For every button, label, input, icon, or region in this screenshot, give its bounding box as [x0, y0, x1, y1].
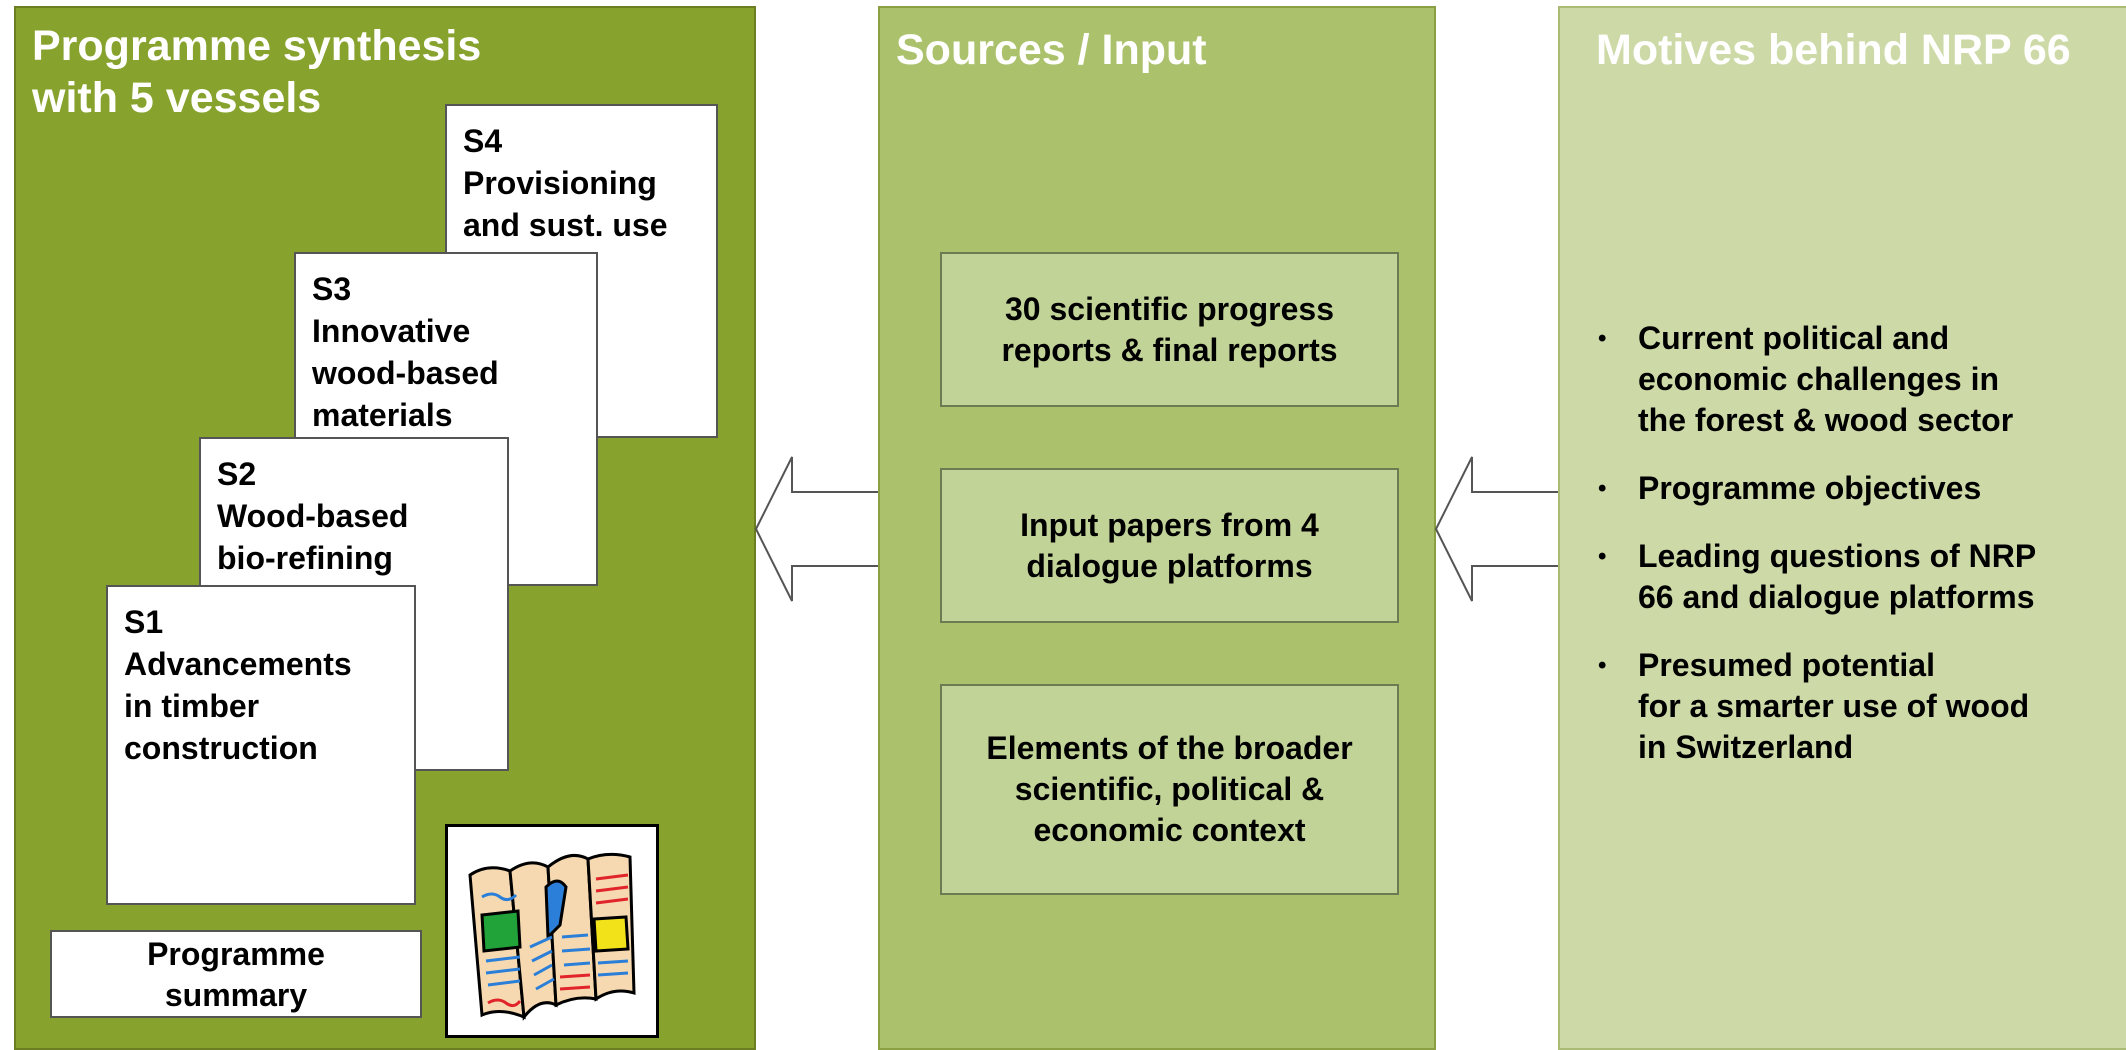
vessel-s1-line-1: S1	[124, 604, 164, 640]
vessel-s4-line-2: Provisioning	[463, 165, 657, 201]
motive-1-line-3: the forest & wood sector	[1638, 402, 2014, 438]
motive-1-line-2: economic challenges in	[1638, 361, 1999, 397]
source-3-line-1: Elements of the broader	[986, 730, 1353, 766]
source-3-line-3: economic context	[1033, 812, 1306, 848]
motive-item: Leading questions of NRP 66 and dialogue…	[1578, 536, 2098, 618]
source-1-line-2: reports & final reports	[1001, 331, 1338, 368]
vessel-card-s1: S1 Advancements in timber construction	[106, 585, 416, 905]
motive-4-line-1: Presumed potential	[1638, 647, 1935, 683]
newspaper-frame	[445, 824, 659, 1038]
summary-line-1: Programme	[147, 936, 325, 972]
newspaper-icon	[468, 852, 636, 1021]
source-box-broader-context: Elements of the broader scientific, poli…	[940, 684, 1399, 895]
arrow-right-icon	[1434, 456, 1558, 602]
motives-list: Current political and economic challenge…	[1578, 318, 2098, 795]
motive-item: Programme objectives	[1578, 468, 2098, 509]
motives-panel-title: Motives behind NRP 66	[1596, 26, 2071, 74]
vessel-s4-line-3: and sust. use	[463, 207, 668, 243]
vessel-s3-line-2: Innovative	[312, 313, 471, 349]
vessel-s4-line-1: S4	[463, 123, 503, 159]
source-3-line-2: scientific, political &	[1014, 771, 1325, 807]
motive-4-line-2: for a smarter use of wood	[1638, 688, 2030, 724]
source-1-line-1: 30 scientific progress	[1004, 290, 1335, 327]
sources-panel-title: Sources / Input	[896, 26, 1207, 74]
motive-4-line-3: in Switzerland	[1638, 729, 1854, 765]
source-box-progress-reports: 30 scientific progress reports & final r…	[940, 252, 1399, 407]
motive-3-line-1: Leading questions of NRP	[1638, 538, 2037, 574]
programme-summary-box: Programme summary	[50, 930, 422, 1018]
summary-line-2: summary	[164, 977, 308, 1013]
vessel-s2-line-3: bio-refining	[217, 540, 393, 576]
arrow-left-icon	[754, 456, 878, 602]
vessel-s3-line-3: wood-based	[312, 355, 499, 391]
source-box-input-papers: Input papers from 4 dialogue platforms	[940, 468, 1399, 623]
source-2-line-1: Input papers from 4	[1020, 506, 1319, 543]
motive-1-line-1: Current political and	[1638, 320, 1950, 356]
vessel-s1-line-3: in timber	[124, 688, 260, 724]
motive-item: Current political and economic challenge…	[1578, 318, 2098, 441]
vessel-s1-line-2: Advancements	[124, 646, 352, 682]
synthesis-title-line-1: Programme synthesis	[32, 22, 482, 70]
vessel-s1-line-4: construction	[124, 730, 318, 766]
vessel-s2-line-2: Wood-based	[217, 498, 409, 534]
motive-3-line-2: 66 and dialogue platforms	[1638, 579, 2035, 615]
motive-item: Presumed potential for a smarter use of …	[1578, 645, 2098, 768]
motives-panel: Motives behind NRP 66	[1558, 6, 2126, 1050]
vessel-s2-line-1: S2	[217, 456, 257, 492]
source-2-line-2: dialogue platforms	[1026, 547, 1313, 584]
vessel-s3-line-1: S3	[312, 271, 352, 307]
synthesis-panel-title: Programme synthesis with 5 vessels	[32, 20, 481, 124]
motive-2-line-1: Programme objectives	[1638, 470, 1982, 506]
vessel-s3-line-4: materials	[312, 397, 453, 433]
synthesis-title-line-2: with 5 vessels	[32, 74, 322, 122]
